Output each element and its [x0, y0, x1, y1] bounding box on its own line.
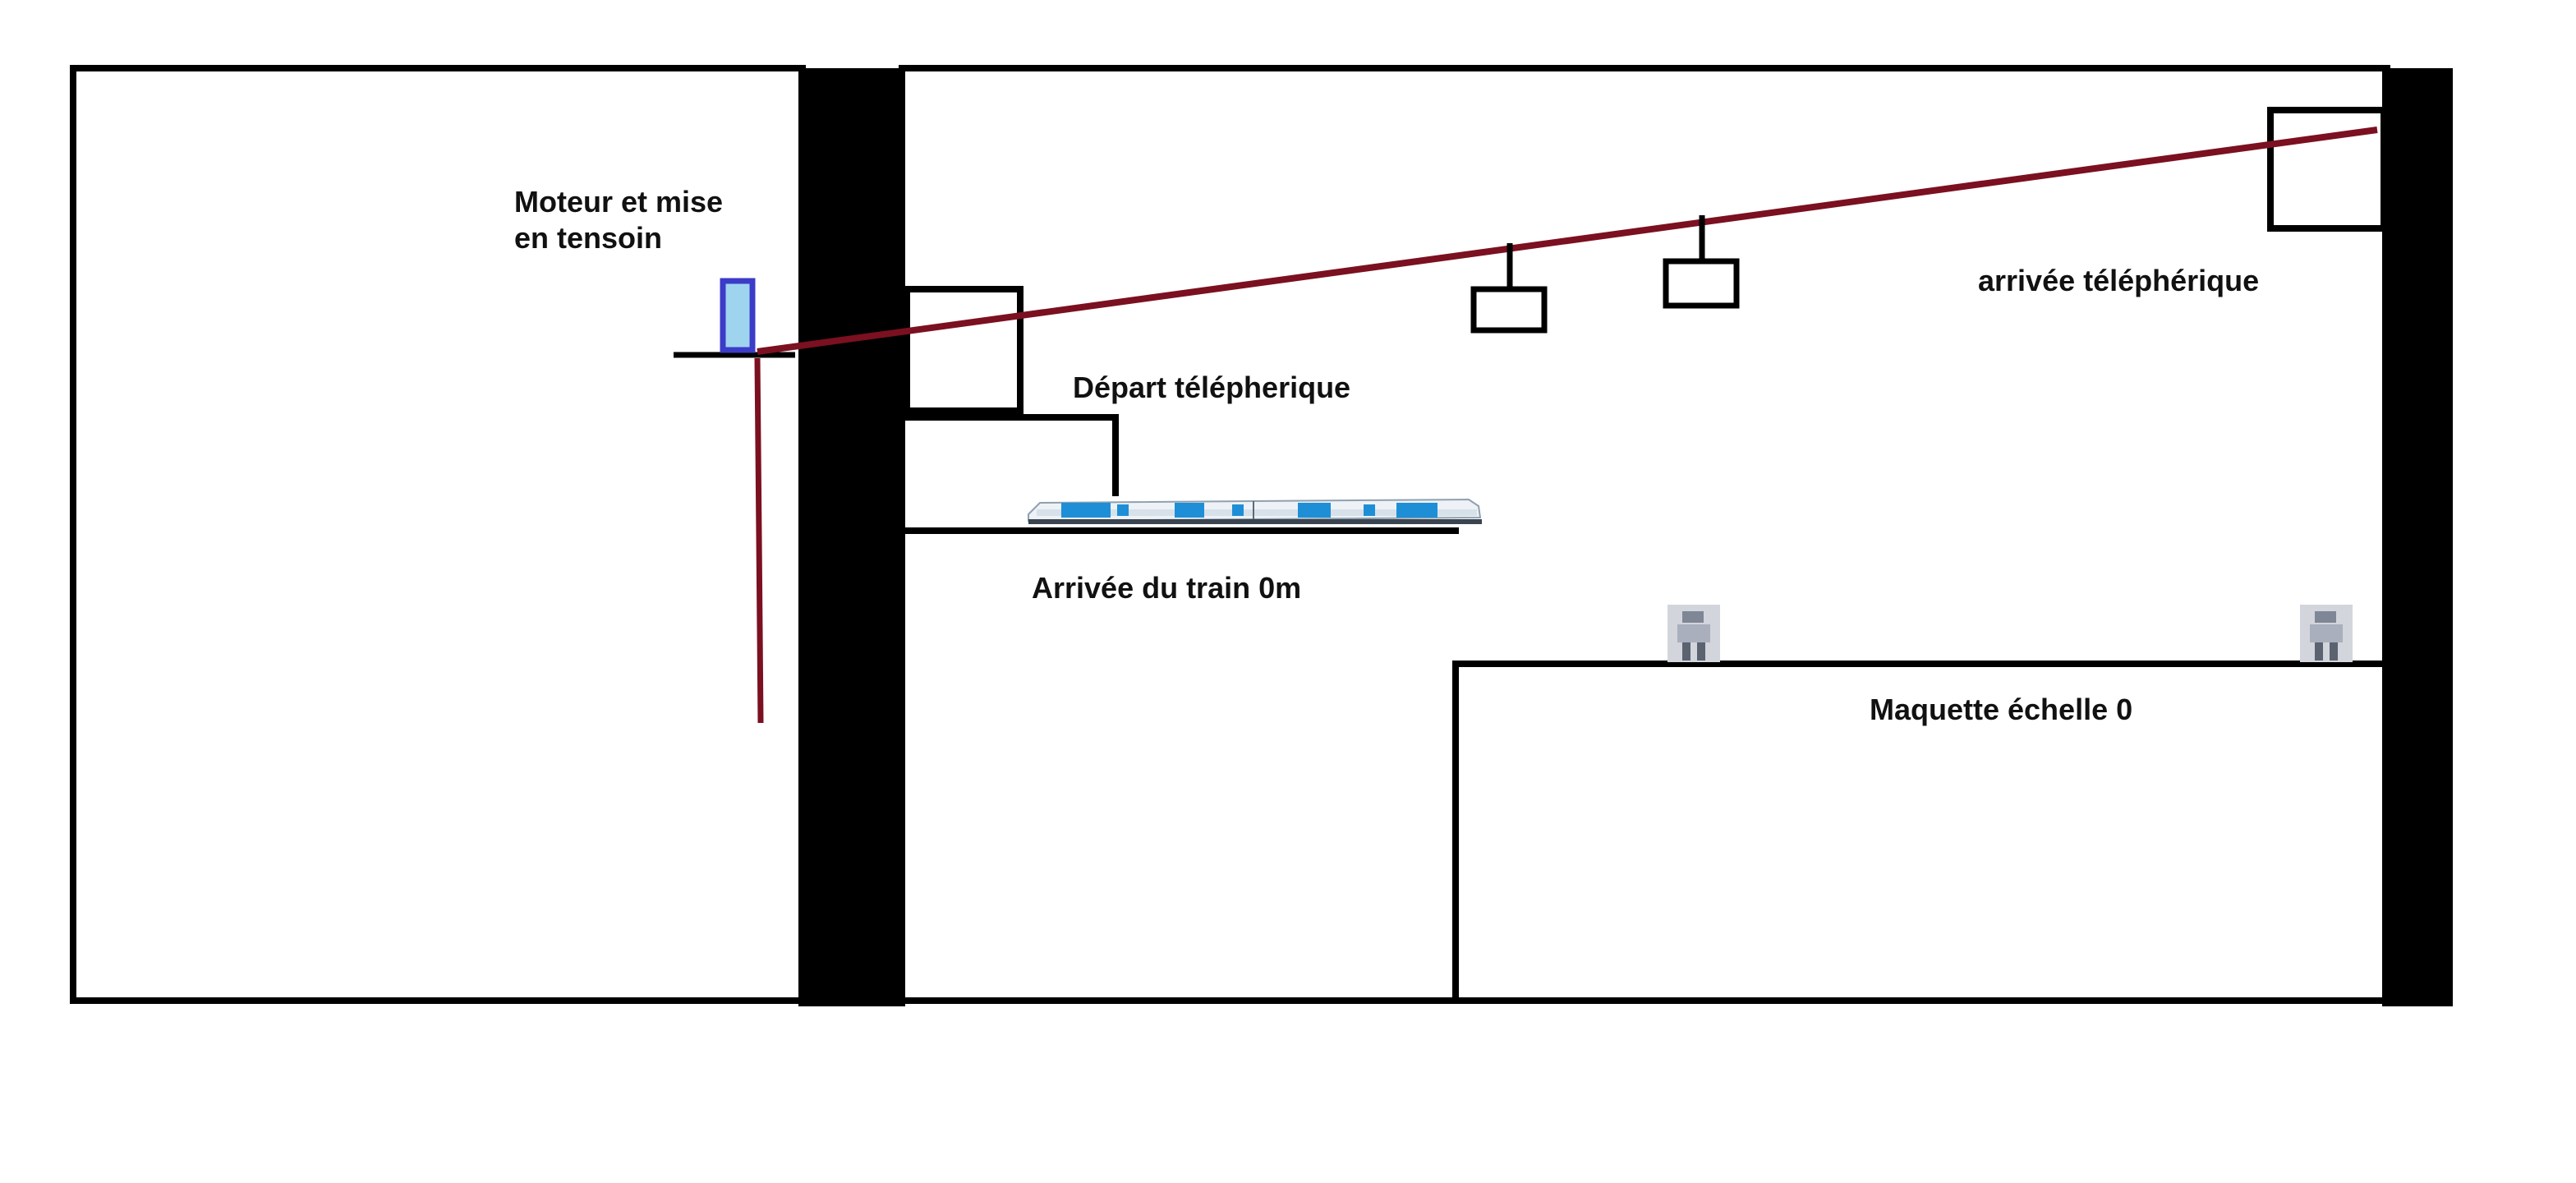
cable-car-cabin-1	[1470, 243, 1548, 334]
figurine-icon	[2300, 605, 2353, 662]
main-room-outline	[899, 65, 2390, 1004]
arrival-station-box	[2267, 107, 2387, 232]
model-table	[1452, 661, 2384, 1001]
cable-main-span	[757, 127, 2378, 355]
cable-car-cabin-2	[1663, 215, 1740, 309]
model-label: Maquette échelle 0	[1870, 693, 2132, 726]
arrival-label: arrivée téléphérique	[1978, 264, 2259, 297]
dividing-wall	[798, 68, 905, 1006]
motor-label-line1: Moteur et mise	[514, 185, 723, 219]
train-arrival-label: Arrivée du train 0m	[1032, 571, 1301, 605]
departure-station-box	[904, 286, 1024, 414]
departure-label: Départ télépherique	[1073, 371, 1350, 404]
motor-label-line2: en tensoin	[514, 221, 662, 255]
cable-tension-drop	[754, 357, 764, 724]
right-wall	[2382, 68, 2453, 1006]
departure-platform-step	[904, 414, 1119, 496]
figurine-icon	[1668, 605, 1720, 662]
train-icon	[1028, 498, 1482, 524]
motor-unit-icon	[720, 278, 756, 353]
